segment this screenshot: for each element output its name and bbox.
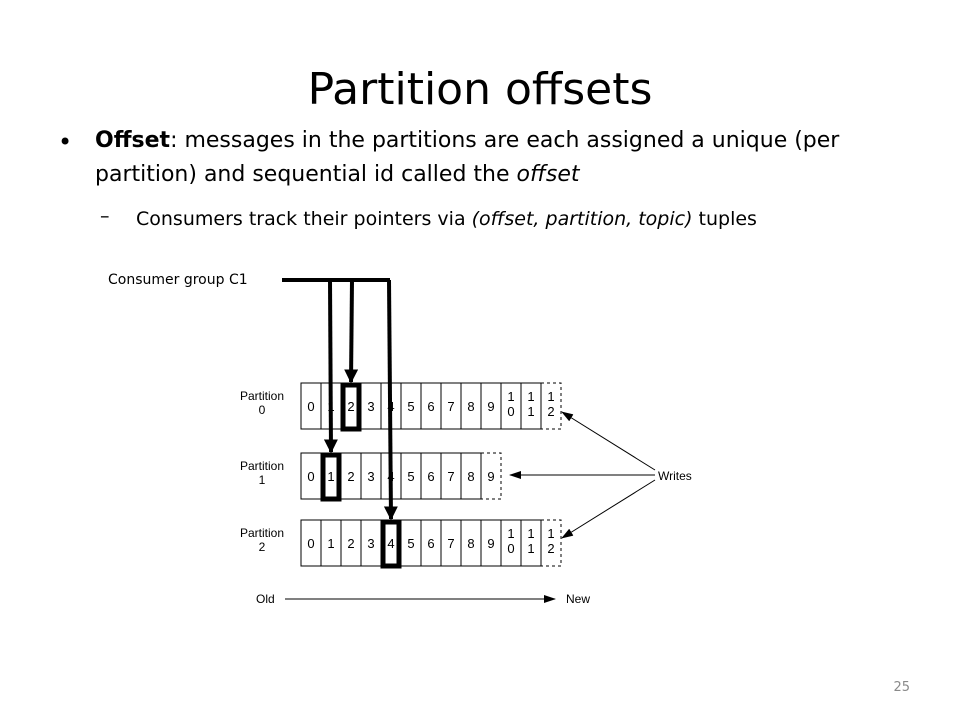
partition-label-line1: Partition [240,389,284,403]
message-offset: 1 [507,389,514,404]
writes-group: Writes [509,411,692,539]
message-offset: 7 [447,399,454,414]
consumer-position-box [340,382,362,432]
next-write-offset: 2 [547,404,554,419]
bullet-term: Offset [95,128,171,153]
message-offset: 0 [307,399,314,414]
bullet-dot: • [58,128,73,156]
message-offset: 1 [327,536,334,551]
partition-1: Partition10123456789 [240,452,502,502]
slide-title: Partition offsets [307,64,653,115]
message-offset: 5 [407,536,414,551]
message-offset: 3 [367,399,374,414]
consumer-pointers [282,278,398,521]
writes-arrow-partition-2 [561,479,656,539]
message-offset: 8 [467,399,474,414]
message-offset: 1 [527,541,534,556]
consumer-pointer-partition-1 [323,279,338,454]
consumer-pointer-partition-0 [344,279,359,384]
message-offset: 0 [307,536,314,551]
message-offset: 0 [507,404,514,419]
next-write-cell [540,382,562,430]
next-write-offset: 9 [487,469,494,484]
message-offset: 9 [487,399,494,414]
old-new-axis: Old New [256,592,590,606]
message-offset: 5 [407,469,414,484]
next-write-offset: 1 [547,526,554,541]
consumer-position-box [380,519,402,569]
page-number: 25 [893,680,910,695]
axis-new-label: New [566,592,590,606]
next-write-cell [480,452,502,500]
message-offset: 6 [427,399,434,414]
next-write-offset: 1 [547,389,554,404]
sub-bullet-before: Consumers track their pointers via [136,208,472,230]
sub-bullet-italic: (offset, partition, topic) [471,208,693,230]
writes-arrow-partition-0 [561,411,656,471]
message-offset: 7 [447,469,454,484]
message-offset: 2 [347,536,354,551]
next-write-cell [540,519,562,567]
partitions-layer: Partition00123456789101112Partition10123… [240,382,562,569]
message-offset: 6 [427,469,434,484]
partition-label-line2: 0 [259,403,266,417]
partition-label-line1: Partition [240,459,284,473]
message-offset: 9 [487,536,494,551]
consumer-position-box [320,452,342,502]
partition-label-line2: 2 [259,540,266,554]
message-offset: 3 [367,536,374,551]
partition-label-line2: 1 [259,473,266,487]
bullet-text: Offset: messages in the partitions are e… [95,124,915,192]
message-offset: 8 [467,536,474,551]
sub-bullet-after: tuples [692,208,757,230]
message-offset: 1 [527,404,534,419]
message-offset: 1 [527,526,534,541]
bullet-body: : messages in the partitions are each as… [95,128,840,187]
message-offset: 2 [347,469,354,484]
message-offset: 0 [307,469,314,484]
message-offset: 1 [507,526,514,541]
axis-old-label: Old [256,592,275,606]
sub-bullet-dash: – [100,205,110,227]
writes-label: Writes [658,469,692,483]
message-offset: 5 [407,399,414,414]
message-offset: 6 [427,536,434,551]
consumer-group-label: Consumer group C1 [108,272,248,288]
next-write-offset: 2 [547,541,554,556]
message-offset: 4 [387,536,394,551]
message-offset: 0 [507,541,514,556]
message-offset: 7 [447,536,454,551]
partition-label-line1: Partition [240,526,284,540]
consumer-pointer-partition-2 [383,279,398,521]
message-offset: 1 [527,389,534,404]
message-offset: 2 [347,399,354,414]
partition-0: Partition00123456789101112 [240,382,562,432]
message-offset: 8 [467,469,474,484]
bullet-italic: offset [516,162,580,187]
message-offset: 1 [327,469,334,484]
message-offset: 3 [367,469,374,484]
sub-bullet-text: Consumers track their pointers via (offs… [136,205,916,233]
